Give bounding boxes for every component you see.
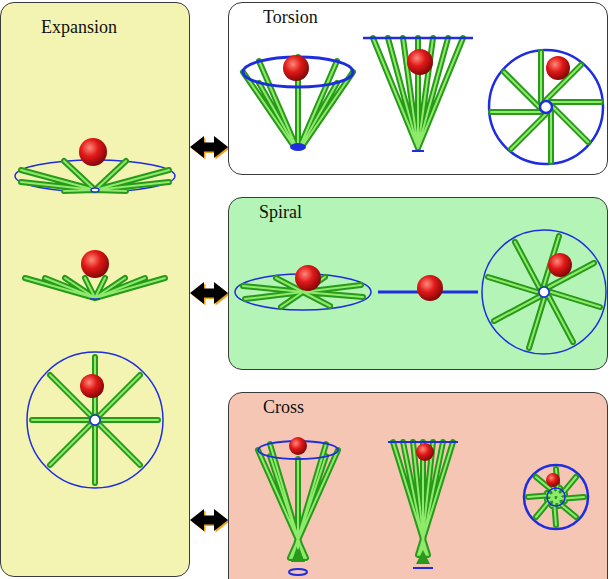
rod — [25, 278, 165, 298]
panel-title: Torsion — [263, 7, 318, 28]
rod — [243, 277, 363, 307]
rod-highlight — [393, 442, 453, 555]
rod — [243, 57, 353, 146]
rim-line — [363, 37, 473, 40]
rim-circle — [489, 50, 603, 164]
rod — [373, 38, 463, 148]
expansion-top — [27, 352, 163, 488]
sphere — [295, 265, 321, 291]
rod-highlight — [32, 357, 158, 483]
hub — [90, 298, 100, 300]
rod-highlight — [21, 161, 169, 191]
cross-top — [524, 465, 588, 529]
rod — [258, 444, 338, 558]
rod-highlight — [488, 236, 600, 348]
hub — [540, 101, 552, 113]
sphere — [79, 138, 107, 166]
double-arrow — [190, 282, 230, 306]
rim-circle — [27, 352, 163, 488]
rod-highlight — [25, 278, 165, 298]
panel: Torsion — [228, 2, 608, 175]
torsion-top — [489, 50, 603, 164]
sphere — [283, 55, 309, 81]
expansion-side — [25, 250, 165, 299]
sphere — [546, 56, 570, 80]
rod — [32, 357, 158, 483]
rod-highlight — [258, 444, 338, 558]
arrow-body — [190, 282, 228, 304]
double-arrow — [190, 136, 230, 160]
arrow-body — [190, 509, 228, 531]
rod-tip — [416, 550, 430, 564]
rod-highlight — [373, 38, 463, 148]
panel-title: Cross — [263, 397, 304, 418]
cross-side — [388, 442, 458, 568]
sphere — [407, 49, 433, 75]
sphere — [546, 473, 560, 487]
rod-highlight — [243, 277, 363, 307]
rim-circle — [524, 465, 588, 529]
panel-title: Expansion — [41, 17, 117, 38]
spiral-top — [482, 230, 606, 354]
sphere — [417, 275, 443, 301]
sphere — [80, 374, 104, 398]
rod — [393, 442, 453, 555]
rim-ellipse — [15, 160, 175, 192]
rim-circle — [482, 230, 606, 354]
rim-ellipse — [235, 274, 371, 310]
spiral-flat — [235, 265, 371, 310]
panel: Cross — [228, 392, 608, 579]
hub — [289, 569, 307, 575]
sphere — [548, 253, 572, 277]
rim-line — [388, 441, 458, 443]
arrow-body — [190, 136, 228, 158]
rim-line — [378, 291, 478, 294]
rod — [488, 236, 600, 348]
rod — [528, 469, 584, 525]
hub — [539, 287, 549, 297]
spiral-side — [378, 275, 478, 301]
cross-cone — [258, 437, 338, 575]
hub — [290, 143, 306, 151]
torsion-side — [363, 38, 473, 151]
expansion-cone — [15, 138, 175, 192]
sphere — [289, 437, 307, 455]
rod-highlight — [243, 57, 353, 146]
rod-tip — [291, 548, 305, 562]
hub — [90, 415, 100, 425]
panel: Spiral — [228, 197, 608, 370]
rod-highlight — [528, 469, 584, 525]
hub — [412, 150, 424, 152]
hub — [413, 567, 433, 569]
rod-highlight — [491, 52, 601, 162]
sphere — [81, 250, 109, 278]
torsion-cone — [243, 55, 353, 151]
rim-ellipse — [243, 57, 353, 87]
double-arrow — [190, 509, 230, 533]
rim-ellipse — [258, 441, 338, 459]
hub — [547, 488, 565, 506]
hub — [91, 188, 99, 192]
sphere — [416, 443, 434, 461]
panel: Expansion — [0, 2, 190, 577]
rod — [21, 161, 169, 191]
rod — [491, 52, 601, 162]
panel-title: Spiral — [259, 202, 302, 223]
